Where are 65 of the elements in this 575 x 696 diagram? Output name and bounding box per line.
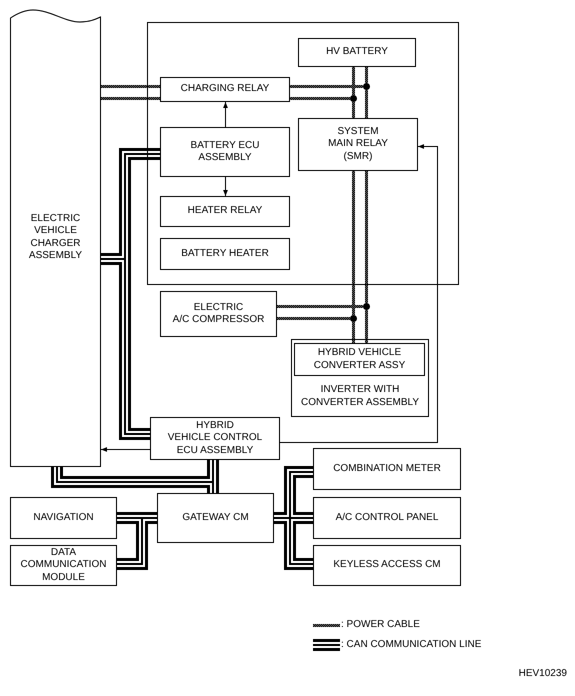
power-cable-line [352,171,355,315]
component-label: KEYLESS ACCESS CM [333,559,441,572]
component-box [313,448,461,490]
power-cable-line [277,317,350,320]
power-cable-line [352,102,355,118]
component-label: A/C CONTROL PANEL [336,512,438,524]
component-box [157,493,274,543]
component-box [313,545,461,586]
figure-code: HEV10239 [518,668,567,680]
component-box [10,497,117,539]
component-box [291,339,429,417]
component-label: ELECTRIC A/C COMPRESSOR [172,302,264,326]
component-label: SYSTEM MAIN RELAY (SMR) [328,126,388,164]
component-label: HYBRID VEHICLE CONTROL ECU ASSEMBLY [168,420,262,458]
power-cable-line [365,67,368,83]
can-bus-line [207,460,219,482]
component-box [298,118,418,171]
component-box [160,196,290,227]
component-label: NAVIGATION [33,512,94,524]
arrow [223,176,228,196]
component-box [160,291,277,337]
component-label: COMBINATION METER [333,462,441,476]
power-cable-line [365,171,368,303]
power-cable-line [290,85,363,88]
can-bus-line [207,482,219,493]
component-box [294,343,425,376]
can-bus-line [117,512,142,524]
power-cable-line [100,85,162,100]
power-cable-line [277,305,363,308]
component-label: HV BATTERY [326,46,388,59]
component-label: INVERTER WITH CONVERTER ASSEMBLY [301,384,419,409]
arrow [100,447,150,452]
group-frame [147,22,459,285]
component-box [313,497,461,539]
junction-dot [363,303,370,310]
legend-label: : CAN COMMUNICATION LINE [341,638,482,650]
component-box [160,77,290,102]
can-bus-line [119,259,150,440]
component-label: CHARGING RELAY [180,83,270,96]
component-label: ELECTRIC VEHICLE CHARGER ASSEMBLY [28,212,82,262]
component-box [160,127,290,177]
power-cable-line [290,97,350,100]
component-label: BATTERY HEATER [181,248,269,260]
junction-dot [363,83,370,90]
component-label: GATEWAY CM [182,512,249,524]
component-box [10,545,117,586]
component-label: DATA COMMUNICATION MODULE [20,546,106,584]
junction-dot [350,95,357,102]
power-cable-line [365,310,368,343]
component-label: BATTERY ECU ASSEMBLY [190,140,260,164]
component-box [150,417,280,460]
component-label: HYBRID VEHICLE CONVERTER ASSY [314,347,406,372]
power-cable-line [352,67,355,95]
component-box [160,238,290,270]
can-bus-line [119,148,160,259]
power-cable-line [352,322,355,343]
power-cable-line [365,90,368,118]
component-label: HEATER RELAY [188,205,262,218]
legend-label: : POWER CABLE [341,619,420,631]
can-bus-line [142,512,157,524]
junction-dot [350,315,357,322]
arrow [280,144,438,443]
component-box [298,38,416,67]
component-box [10,8,101,467]
arrow [223,102,228,128]
